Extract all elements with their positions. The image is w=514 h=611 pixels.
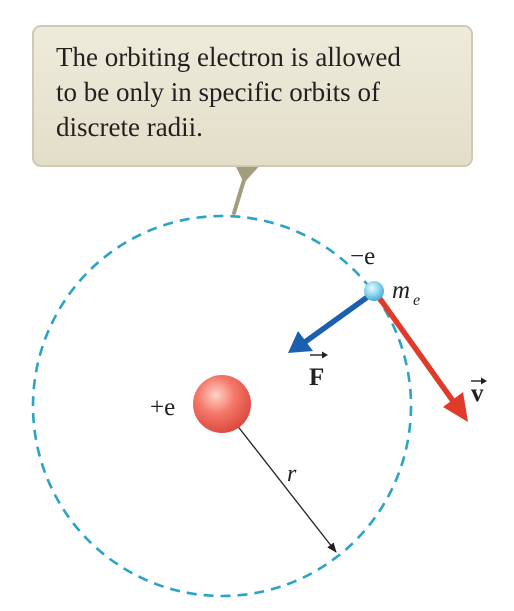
svg-text:e: e	[413, 292, 420, 309]
nucleus-charge-label: +e	[150, 394, 175, 421]
force-vector	[288, 290, 376, 353]
force-label: F	[309, 351, 328, 391]
svg-text:v: v	[471, 380, 484, 407]
electron	[364, 281, 384, 301]
orbit-circle	[31, 214, 413, 598]
callout-line-2: to be only in specific orbits of	[56, 77, 380, 107]
callout-line-1: The orbiting electron is allowed	[56, 42, 401, 72]
nucleus	[193, 375, 251, 433]
velocity-vector	[375, 293, 468, 422]
callout-pointer	[234, 163, 262, 183]
callout: The orbiting electron is allowed to be o…	[32, 25, 473, 215]
callout-pointer-line	[232, 178, 246, 215]
svg-text:F: F	[309, 364, 324, 391]
electron-mass-label: m e	[392, 277, 420, 309]
svg-text:m: m	[392, 277, 410, 304]
radius-label: r	[287, 461, 297, 487]
velocity-label: v	[471, 377, 487, 407]
callout-line-3: discrete radii.	[56, 112, 203, 142]
radius-arrow	[221, 405, 337, 553]
electron-charge-label: −e	[350, 243, 375, 270]
callout-box	[32, 25, 473, 167]
